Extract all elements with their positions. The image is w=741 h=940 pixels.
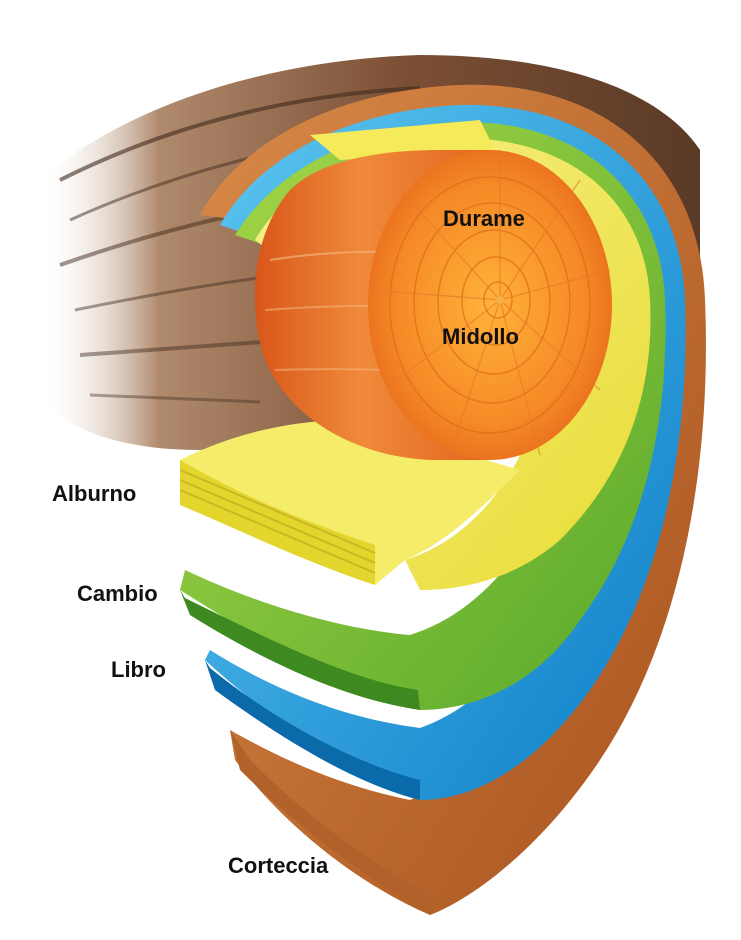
label-durame: Durame — [443, 208, 525, 230]
heartwood-end-face — [368, 150, 612, 460]
label-cambio: Cambio — [77, 583, 158, 605]
label-midollo: Midollo — [442, 326, 519, 348]
label-corteccia: Corteccia — [228, 855, 328, 877]
label-libro: Libro — [111, 659, 166, 681]
label-alburno: Alburno — [52, 483, 136, 505]
midollo-pith-dot — [496, 296, 504, 304]
